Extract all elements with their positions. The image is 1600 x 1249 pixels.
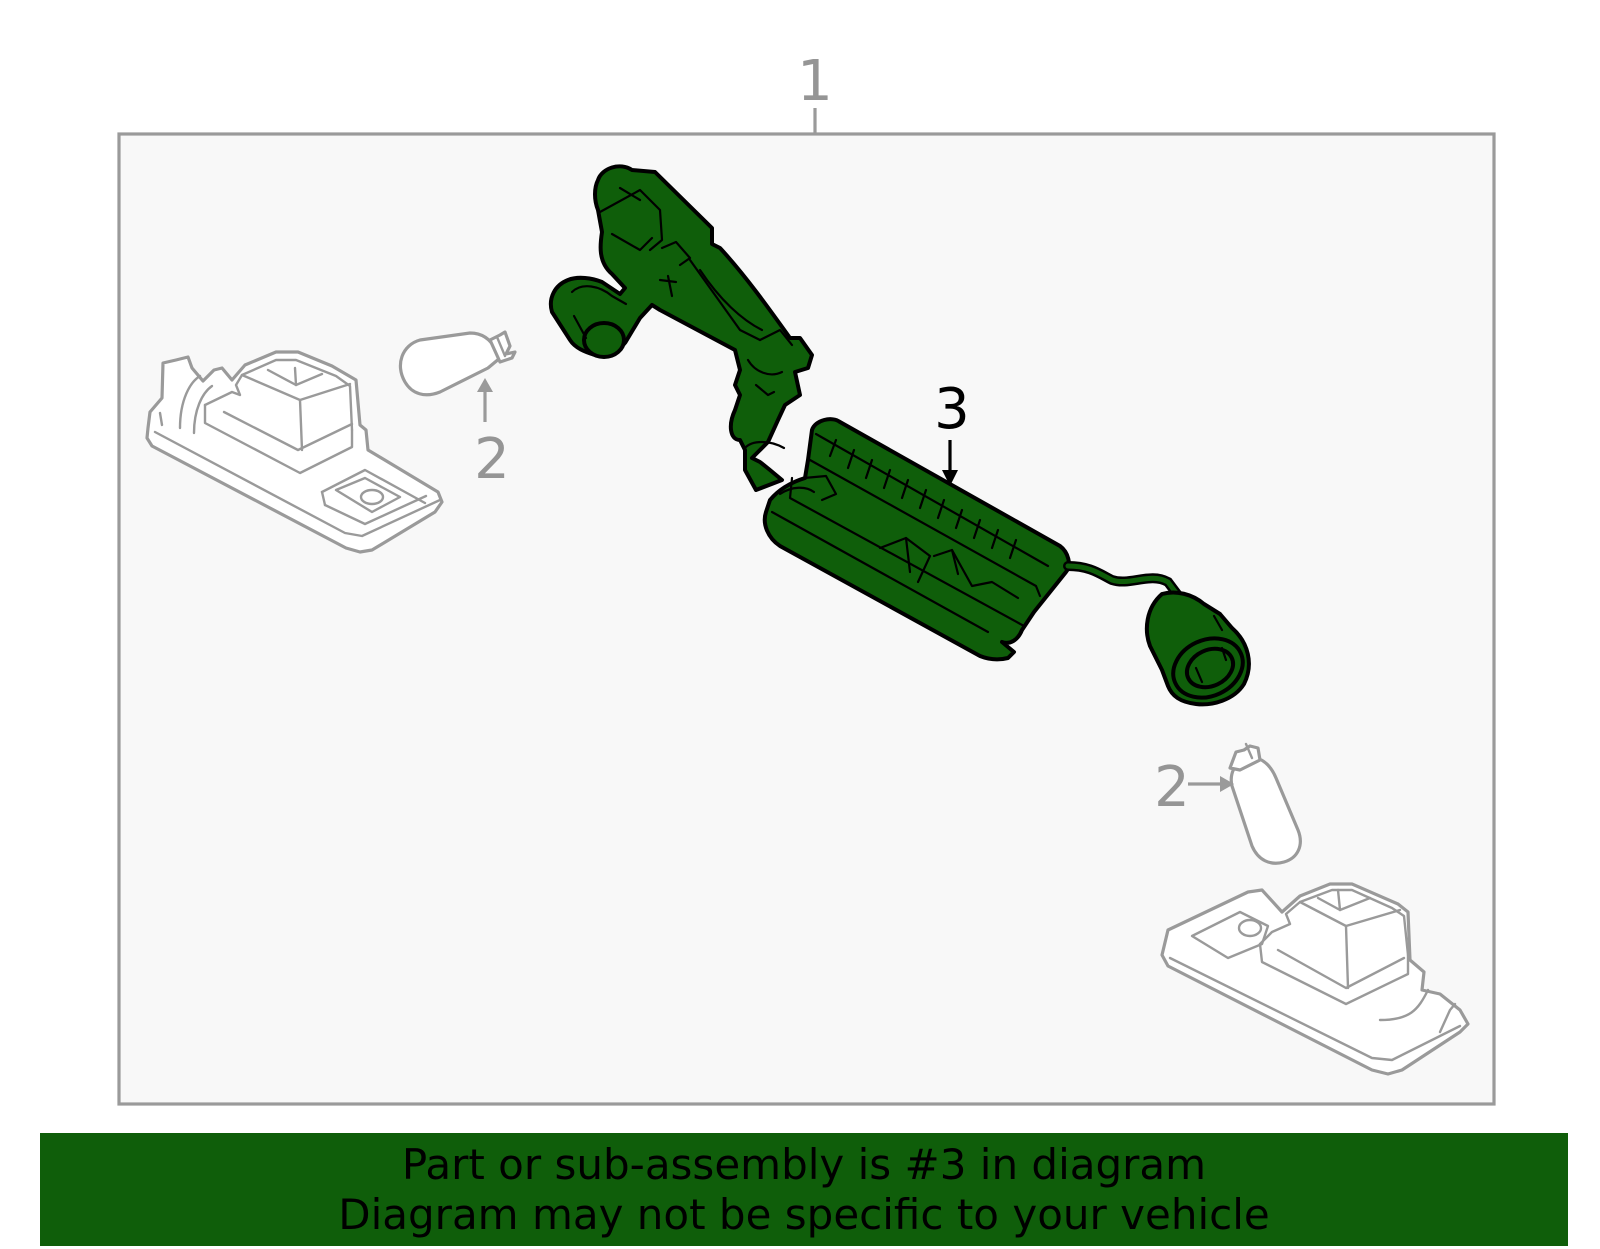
callout-2-right: 2 bbox=[1154, 755, 1190, 820]
parts-diagram: 1 2 2 bbox=[117, 49, 1496, 1106]
callout-1: 1 bbox=[797, 49, 833, 114]
right-bulb-icon bbox=[1188, 742, 1302, 865]
wiring-harness-icon bbox=[548, 164, 1251, 707]
banner-line-2: Diagram may not be specific to your vehi… bbox=[338, 1189, 1270, 1239]
left-bulb-icon bbox=[398, 330, 517, 422]
info-banner: Part or sub-assembly is #3 in diagram Di… bbox=[40, 1133, 1568, 1246]
banner-line-1: Part or sub-assembly is #3 in diagram bbox=[401, 1139, 1207, 1189]
callout-3: 3 bbox=[934, 377, 970, 442]
right-lamp-housing-icon bbox=[1160, 882, 1470, 1076]
callout-2-left: 2 bbox=[474, 427, 510, 492]
left-lamp-housing-icon bbox=[145, 350, 444, 554]
